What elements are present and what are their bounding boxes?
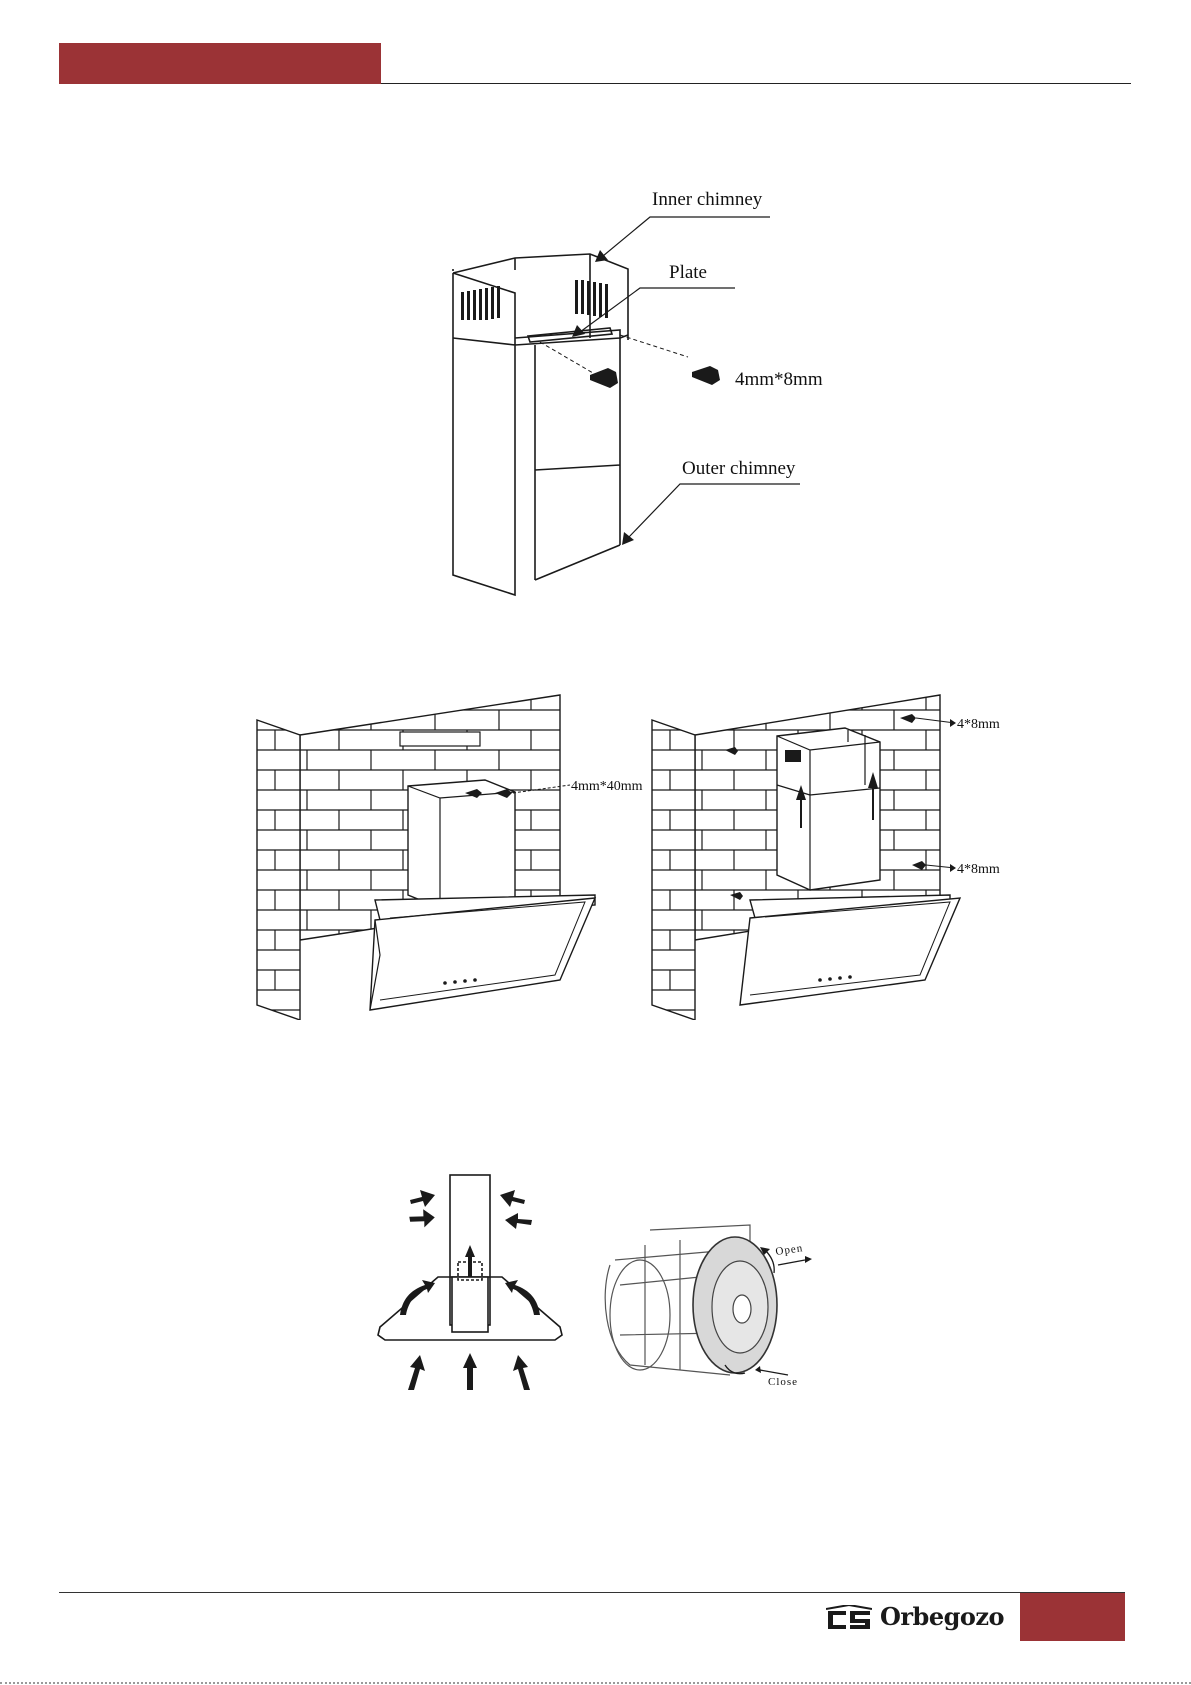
wall-mount-figure-right: 4*8mm 4*8mm — [650, 690, 1070, 1020]
screw-size-label-side: 4*8mm — [957, 862, 1000, 877]
brick-wall-side — [257, 720, 300, 1020]
screw-icon — [692, 366, 720, 385]
wall-mount-figure-left: 4mm*40mm — [255, 690, 655, 1020]
brand-logo: Orbegozo — [826, 1600, 1008, 1634]
vent-grill-right — [575, 280, 608, 318]
page-edge-dots — [0, 1682, 1191, 1684]
outer-chimney-label: Outer chimney — [682, 458, 796, 479]
damper-close-label: Close — [768, 1376, 798, 1385]
footer-rule — [59, 1592, 1125, 1593]
vent-grill — [785, 750, 801, 762]
damper-motor-figure: Open Close — [600, 1215, 820, 1385]
screw-icon — [590, 368, 618, 388]
plate-label: Plate — [669, 262, 707, 283]
damper-open-label: Open — [775, 1242, 804, 1258]
screw-size-label-left: 4mm*40mm — [571, 779, 643, 794]
chimney-assembly-figure: Inner chimney Plate 4mm*8mm Outer chimne… — [440, 180, 850, 610]
orbegozo-logo-icon — [826, 1605, 872, 1629]
vent-grill-left — [461, 286, 500, 320]
inner-chimney-label: Inner chimney — [652, 189, 763, 210]
airflow-diagram — [370, 1165, 570, 1390]
footer-accent-bar — [1020, 1593, 1125, 1641]
header-accent-bar — [59, 43, 381, 84]
outer-chimney-outline — [453, 330, 620, 595]
screw-size-label: 4mm*8mm — [735, 369, 823, 390]
header-rule — [381, 83, 1131, 84]
screw-size-label-top: 4*8mm — [957, 717, 1000, 732]
damper-disc — [693, 1237, 777, 1373]
brand-name: Orbegozo — [880, 1600, 1004, 1634]
chimney-box — [408, 780, 515, 908]
brick-wall-side — [652, 720, 695, 1020]
wall-bracket — [400, 732, 480, 746]
